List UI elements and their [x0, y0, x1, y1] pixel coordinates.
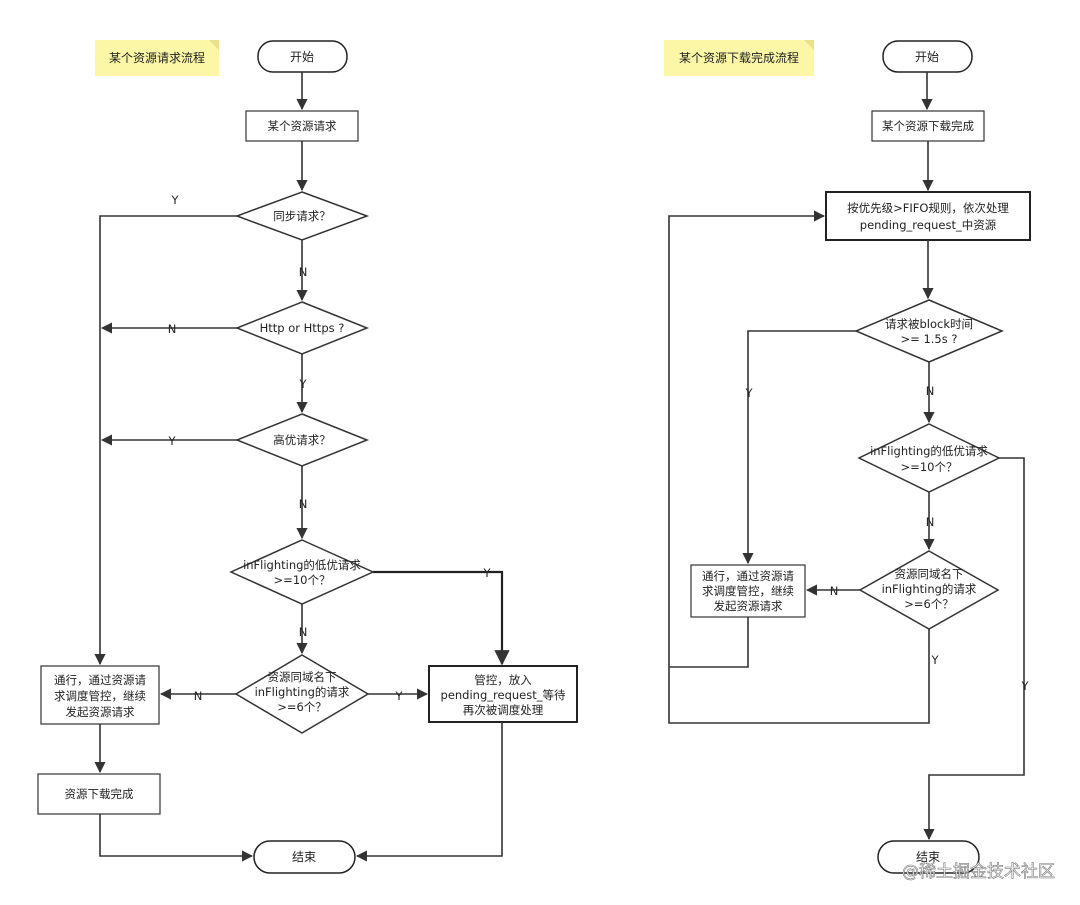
right-domain-line1: 资源同域名下: [895, 567, 964, 581]
right-domain-line2: inFlighting的请求: [882, 582, 977, 596]
right-title-note-text: 某个资源下载完成流程: [679, 50, 799, 65]
right-block-decision: 请求被block时间 >= 1.5s ?: [854, 299, 1004, 363]
left-label-sync-no: N: [299, 265, 308, 279]
left-http-text: Http or Https ?: [260, 321, 345, 335]
right-end-text: 结束: [916, 850, 940, 864]
right-label-inflight-yes: Y: [1020, 679, 1029, 693]
left-http-decision: Http or Https ?: [234, 301, 370, 355]
right-pass-line1: 通行，通过资源请: [702, 569, 794, 583]
right-flowchart: 某个资源下载完成流程 开始 某个资源下载完成 按优先级>FIFO规则，依次处理 …: [664, 40, 1031, 874]
right-label-domain-no: N: [830, 584, 839, 598]
right-block-line2: >= 1.5s ?: [901, 332, 958, 346]
right-download-node: 某个资源下载完成: [871, 110, 985, 142]
right-label-inflight-no: N: [926, 515, 935, 529]
right-pass-node: 通行，通过资源请 求调度管控，继续 发起资源请求: [690, 564, 806, 618]
left-sync-decision: 同步请求？: [234, 191, 370, 241]
right-label-block-no: N: [926, 384, 935, 398]
left-pass-line1: 通行，通过资源请: [54, 673, 146, 687]
right-pass-line2: 求调度管控，继续: [702, 584, 794, 598]
right-domain-line3: >=6个？: [904, 597, 954, 611]
right-process-node: 按优先级>FIFO规则，依次处理 pending_request_中资源: [825, 191, 1031, 241]
left-start-terminal: 开始: [257, 40, 348, 73]
left-inflight-line1: inFlighting的低优请求: [243, 558, 361, 572]
left-pass-line2: 求调度管控，继续: [54, 689, 146, 703]
right-inflight-line2: >=10个？: [901, 460, 958, 474]
right-label-domain-yes: Y: [930, 653, 939, 667]
left-label-http-yes: Y: [298, 377, 307, 391]
right-process-line1: 按优先级>FIFO规则，依次处理: [847, 201, 1009, 215]
right-label-block-yes: Y: [744, 386, 753, 400]
left-download-text: 资源下载完成: [65, 787, 134, 801]
left-label-sync-yes: Y: [170, 193, 179, 207]
right-start-text: 开始: [915, 50, 939, 64]
right-inflight-line1: inFlighting的低优请求: [870, 444, 988, 458]
left-label-inflight-no: N: [299, 625, 308, 639]
left-domain-line1: 资源同域名下: [268, 670, 337, 684]
left-end-text: 结束: [292, 850, 316, 864]
left-control-line3: 再次被调度处理: [463, 703, 544, 717]
left-pass-line3: 发起资源请求: [66, 705, 135, 719]
left-request-node: 某个资源请求: [245, 110, 359, 142]
left-domain-line3: >=6个？: [277, 700, 327, 714]
right-edge-labels: Y N N N Y Y: [744, 384, 1029, 693]
right-end-terminal: 结束: [877, 840, 980, 874]
left-end-terminal: 结束: [253, 840, 356, 874]
left-domain-line2: inFlighting的请求: [255, 685, 350, 699]
right-title-note: 某个资源下载完成流程: [664, 40, 814, 76]
right-pass-line3: 发起资源请求: [714, 599, 783, 613]
left-title-note: 某个资源请求流程: [95, 40, 219, 76]
right-domain-decision: 资源同域名下 inFlighting的请求 >=6个？: [858, 550, 1000, 630]
left-start-text: 开始: [290, 50, 314, 64]
left-label-domain-no: N: [194, 689, 203, 703]
right-download-text: 某个资源下载完成: [882, 119, 974, 133]
left-control-line1: 管控，放入: [474, 673, 532, 687]
right-edges: [668, 72, 1025, 841]
left-label-http-no: N: [168, 322, 177, 336]
left-request-text: 某个资源请求: [268, 119, 337, 133]
left-inflight-line2: >=10个？: [274, 573, 331, 587]
left-download-node: 资源下载完成: [37, 773, 161, 815]
left-edge-labels: Y N N Y Y N Y N N Y: [167, 193, 491, 703]
left-title-note-text: 某个资源请求流程: [109, 50, 205, 65]
left-control-node: 管控，放入 pending_request_等待 再次被调度处理: [428, 665, 578, 723]
left-label-inflight-yes: Y: [482, 566, 491, 580]
left-pass-node: 通行，通过资源请 求调度管控，继续 发起资源请求: [40, 665, 160, 725]
left-edges: [94, 72, 510, 862]
left-label-high-no: N: [299, 497, 308, 511]
left-high-decision: 高优请求？: [234, 413, 370, 467]
left-high-text: 高优请求？: [273, 433, 331, 447]
left-control-line2: pending_request_等待: [441, 688, 566, 702]
left-inflight-decision: inFlighting的低优请求 >=10个？: [229, 539, 375, 605]
left-domain-decision: 资源同域名下 inFlighting的请求 >=6个？: [234, 654, 370, 734]
right-start-terminal: 开始: [882, 40, 973, 73]
left-flowchart: 某个资源请求流程 开始 某个资源请求 同步请求？ Http or Https ?…: [37, 40, 578, 874]
left-label-high-yes: Y: [167, 434, 176, 448]
right-block-line1: 请求被block时间: [885, 317, 973, 331]
left-sync-text: 同步请求？: [273, 209, 331, 223]
watermark-text: @稀土掘金技术社区: [902, 862, 1055, 882]
right-process-line2: pending_request_中资源: [860, 218, 997, 232]
right-inflight-decision: inFlighting的低优请求 >=10个？: [857, 423, 1001, 493]
left-label-domain-yes: Y: [394, 689, 403, 703]
